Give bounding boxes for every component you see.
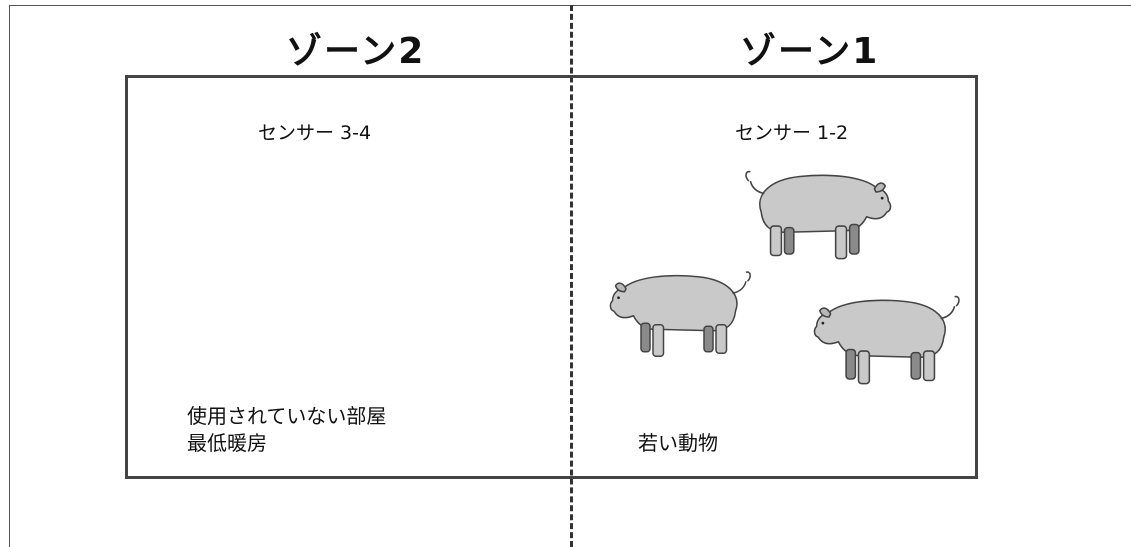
- zone2-note-unused-room: 使用されていない部屋: [187, 404, 387, 428]
- zone1-note-young-animals: 若い動物: [638, 431, 718, 455]
- zone1-sensor-label: センサー 1-2: [735, 122, 849, 144]
- zone2-sensor-label: センサー 3-4: [258, 122, 372, 144]
- zone2-note-min-heating: 最低暖房: [187, 431, 267, 455]
- zone-divider: [570, 5, 573, 547]
- pig-icon: [738, 165, 893, 267]
- room-outline: [125, 75, 978, 479]
- pig-icon: [812, 290, 967, 392]
- pig-icon: [608, 265, 758, 365]
- zone2-title: ゾーン2: [286, 31, 426, 72]
- zone1-title: ゾーン1: [740, 31, 880, 72]
- outer-frame-left: [9, 5, 10, 547]
